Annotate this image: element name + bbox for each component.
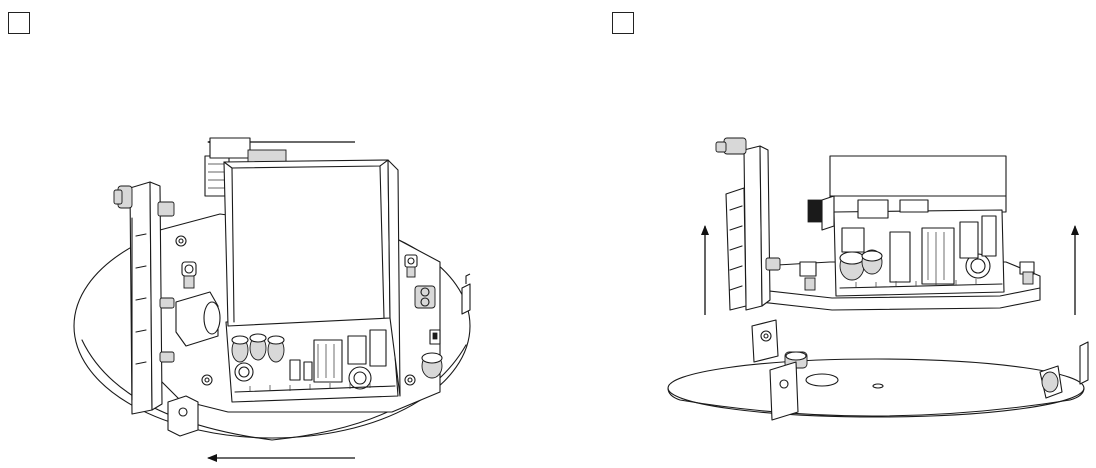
step-2-illustration [73, 137, 471, 462]
step-3-label [612, 12, 634, 34]
step-2-right-clip [461, 273, 471, 315]
step-2-left-bracket [113, 181, 175, 415]
step-2-right-terminal [414, 285, 441, 345]
step-3-plate-clip [1039, 341, 1089, 399]
step-2-screw-left [181, 261, 197, 289]
step-3-left-bracket [715, 137, 781, 311]
step-3-base-plate [667, 351, 1085, 418]
step-2-capacitors [231, 333, 372, 390]
step-3-circuit-board [833, 199, 1005, 297]
step-2-circuit-board [225, 315, 399, 403]
step-3-plate-bracket [751, 319, 799, 421]
step-2-label [8, 12, 30, 34]
step-2-cover [223, 159, 401, 397]
step-3-illustration [667, 137, 1089, 421]
step-2-screw-right [404, 254, 418, 278]
step-2-cylinder [175, 291, 221, 347]
step-2-capacitor-right [421, 352, 443, 379]
